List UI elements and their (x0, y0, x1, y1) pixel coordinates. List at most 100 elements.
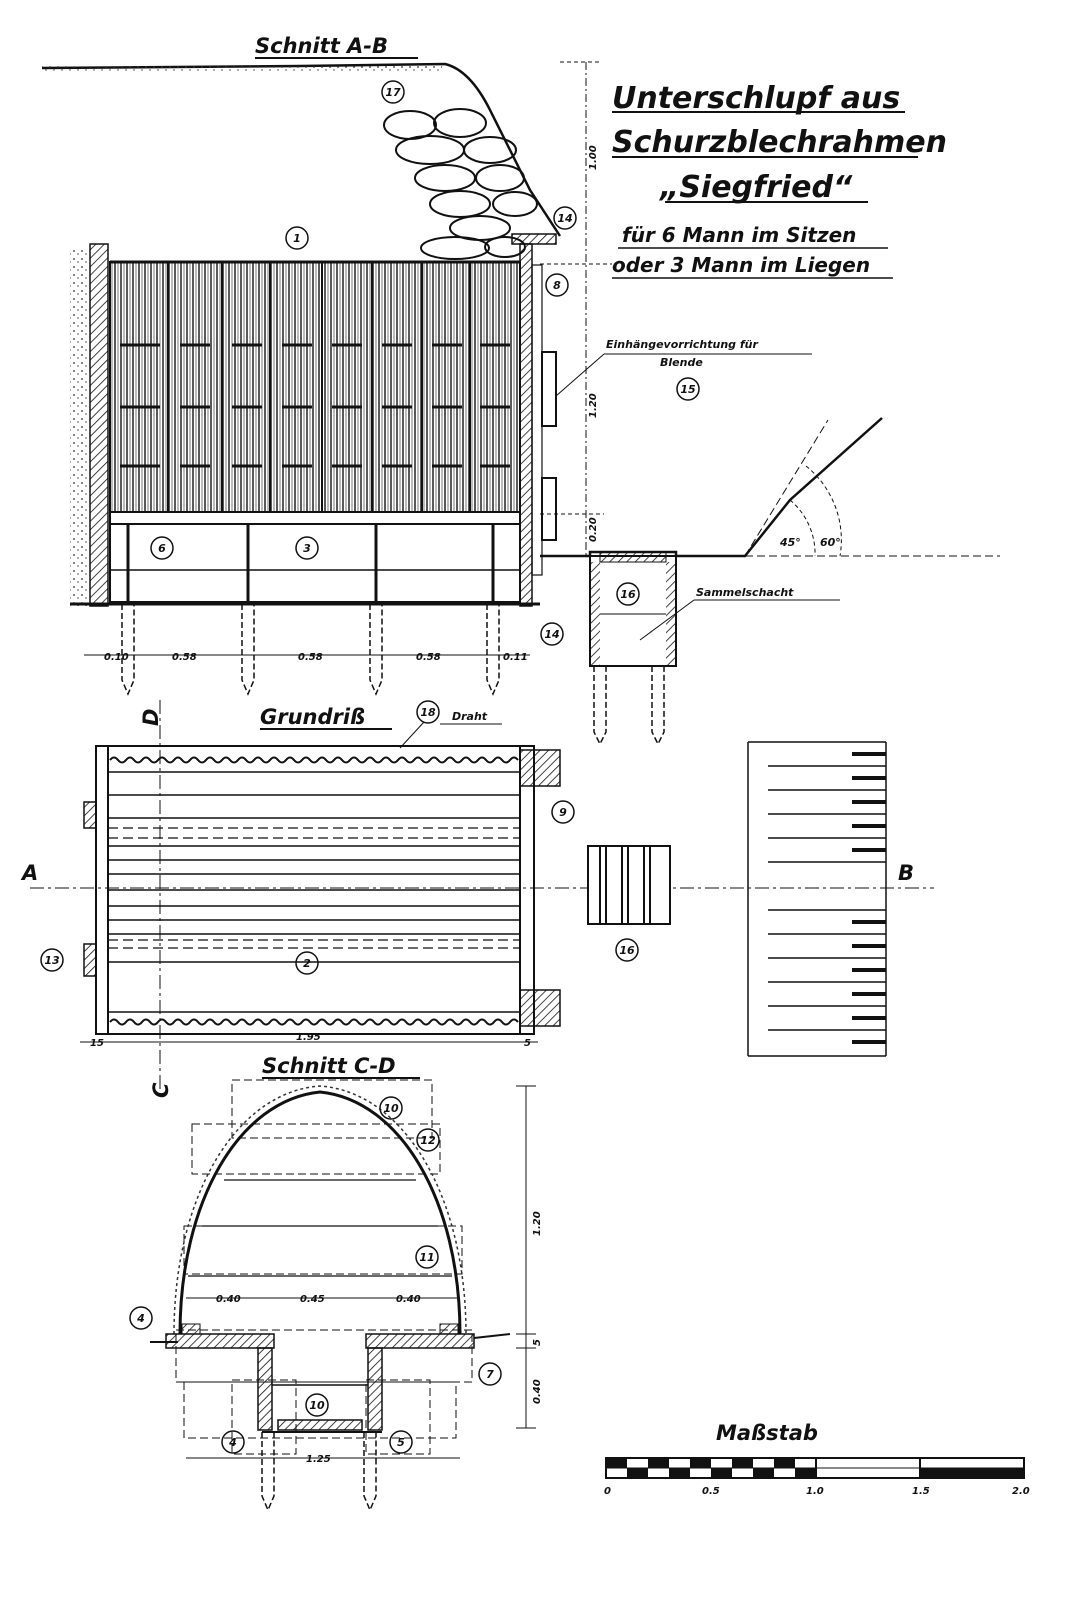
callout-3: 3 (295, 536, 319, 560)
shield-hanger-upper (541, 351, 557, 427)
sump-stakes (593, 666, 665, 746)
dim-5-a: 5 (524, 1038, 531, 1049)
svg-text:9: 9 (559, 806, 567, 819)
svg-text:3: 3 (303, 542, 311, 555)
callout-6: 6 (150, 536, 174, 560)
dim-1-20: 1.20 (588, 393, 599, 418)
title-line-2: Schurzblechrahmen (612, 125, 947, 160)
plan-hidden-lines (108, 827, 520, 949)
svg-text:2: 2 (303, 957, 311, 970)
angle-60-ray (744, 419, 829, 557)
arch-sheet (178, 1090, 462, 1335)
wire-bottom (109, 1018, 519, 1026)
grate-bars (599, 846, 651, 924)
capacity-line-1: für 6 Mann im Sitzen (622, 223, 856, 247)
dim-1-00: 1.00 (588, 145, 599, 170)
arch-soil-cover (173, 1085, 467, 1335)
plan-boards (108, 771, 520, 1013)
svg-text:4: 4 (228, 1436, 237, 1449)
right-wall-timber (519, 243, 533, 607)
hidden-frame-outlines (175, 1079, 473, 1455)
svg-text:4: 4 (136, 1312, 145, 1325)
sump-right-wall (666, 562, 676, 666)
svg-text:6: 6 (158, 542, 166, 555)
dim-0-20: 0.20 (588, 517, 599, 542)
beam-right (365, 1333, 475, 1349)
svg-text:10: 10 (383, 1102, 399, 1115)
callout-11: 11 (415, 1245, 439, 1269)
callout-1: 1 (285, 226, 309, 250)
scale-blocks (606, 1458, 1024, 1478)
angle-45-label: 45° (779, 536, 801, 549)
foot-right (439, 1323, 459, 1335)
dim-1-95: 1.95 (296, 1032, 321, 1043)
svg-text:7: 7 (486, 1368, 494, 1381)
plan-post-left-lower (83, 943, 97, 977)
hanger-note-line-2: Blende (660, 356, 703, 369)
dim-0-45: 0.45 (300, 1294, 325, 1305)
svg-text:8: 8 (553, 279, 561, 292)
ground-right (473, 1333, 511, 1339)
callout-7: 7 (478, 1362, 502, 1386)
callout-13: 13 (40, 948, 64, 972)
callout-17: 17 (381, 80, 405, 104)
callouts: 17 14 1 8 15 6 3 16 14 18 9 13 2 16 10 1… (40, 80, 700, 1454)
callout-5: 5 (389, 1430, 413, 1454)
left-wall-timber (89, 243, 109, 607)
callout-8: 8 (545, 273, 569, 297)
plan-post-left-upper (83, 801, 97, 829)
callout-18: 18 (416, 700, 440, 724)
trench-grate (277, 1419, 363, 1431)
dim-0-40-b: 0.40 (396, 1294, 421, 1305)
svg-text:14: 14 (544, 628, 559, 641)
scale-label: Maßstab (716, 1421, 818, 1445)
dim-1-20-b: 1.20 (532, 1211, 543, 1236)
scale-bar: Maßstab 0 0.5 1.0 1.5 2.0 (604, 1421, 1030, 1497)
bench-top-rail (109, 511, 521, 525)
section-mark-b: B (898, 861, 914, 885)
arch-ribs (188, 1179, 452, 1277)
section-c-d-title: Schnitt C-D (262, 1054, 396, 1078)
callout-10-top: 10 (379, 1096, 403, 1120)
wire-top (109, 756, 519, 764)
sump-leader (639, 599, 695, 641)
dim-5-b: 5 (532, 1339, 543, 1346)
section-mark-d: D (139, 709, 163, 726)
callout-4-upper: 4 (129, 1306, 153, 1330)
svg-text:18: 18 (420, 706, 436, 719)
callout-14-bottom: 14 (540, 622, 564, 646)
bench-frame (109, 523, 521, 603)
ground-stakes (121, 604, 500, 696)
sump-note: Sammelschacht (696, 586, 794, 599)
left-soil (70, 250, 90, 606)
dim-0-40-a: 0.40 (216, 1294, 241, 1305)
sump-grate (599, 551, 667, 563)
svg-text:5: 5 (397, 1436, 405, 1449)
dim-0-58-a: 0.58 (172, 652, 197, 663)
svg-text:11: 11 (419, 1251, 434, 1264)
trench-wall-right (367, 1347, 383, 1431)
callout-16-grate: 16 (615, 938, 639, 962)
dim-0-58-b: 0.58 (298, 652, 323, 663)
plan-post-right-upper (519, 749, 561, 787)
svg-text:13: 13 (44, 954, 60, 967)
svg-text:16: 16 (619, 944, 635, 957)
scale-tick-2-0: 2.0 (1012, 1486, 1030, 1497)
sump-left-wall (590, 562, 600, 666)
svg-text:1: 1 (293, 232, 301, 245)
section-c-d: Schnitt C-D C 0.40 0.45 0.40 (149, 1054, 543, 1512)
dim-0-58-c: 0.58 (416, 652, 441, 663)
cover-beam (511, 233, 557, 245)
dim-1-25: 1.25 (306, 1454, 331, 1465)
svg-text:17: 17 (385, 86, 401, 99)
scale-tick-1-0: 1.0 (806, 1486, 824, 1497)
dim-15: 15 (90, 1038, 104, 1049)
vertical-ruler (747, 741, 887, 1057)
foot-left (181, 1323, 201, 1335)
cd-stakes (261, 1432, 377, 1512)
callout-12: 12 (416, 1128, 440, 1152)
ground-surface (41, 62, 562, 237)
sump-shaft (589, 555, 677, 667)
capacity-line-2: oder 3 Mann im Liegen (612, 253, 870, 277)
